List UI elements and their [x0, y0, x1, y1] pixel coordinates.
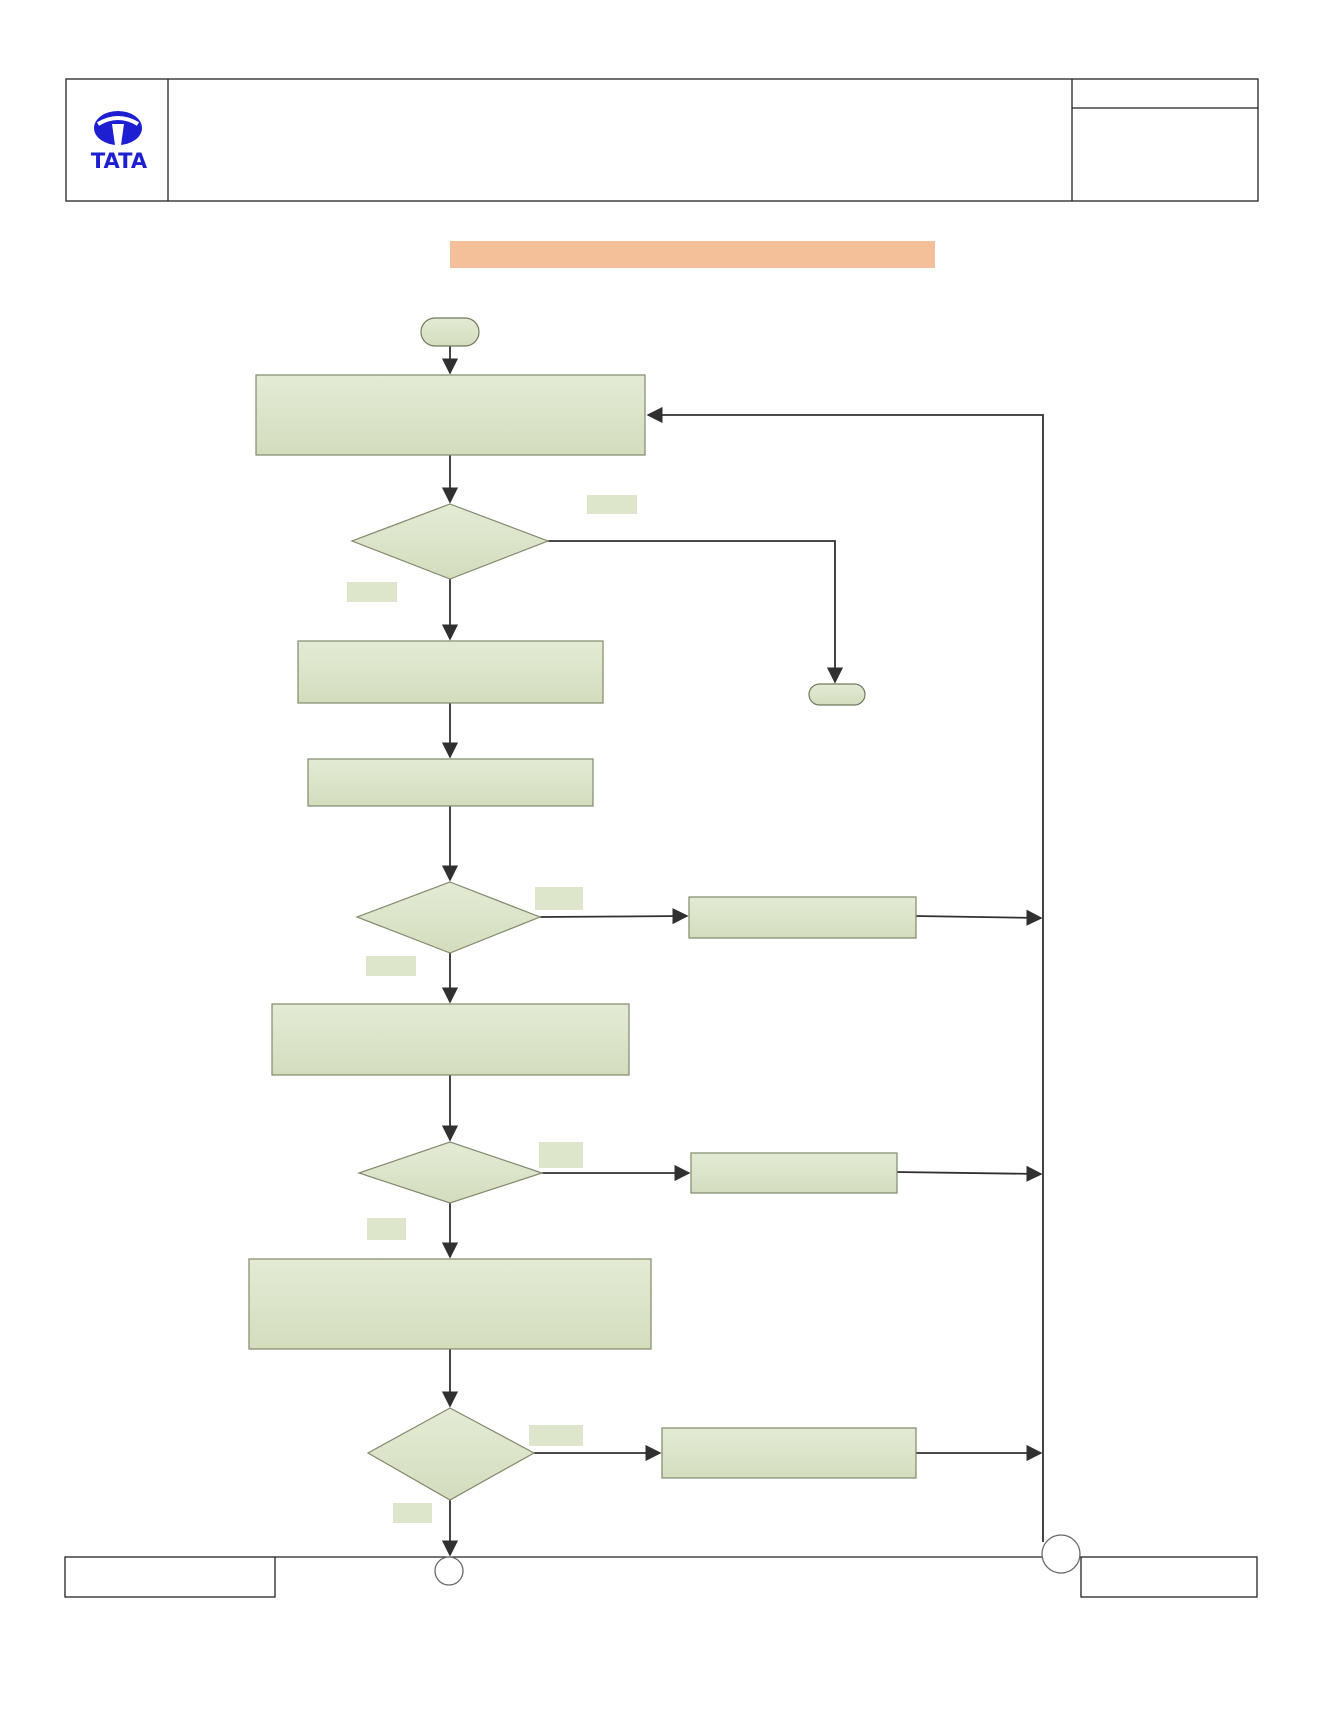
- decision-diamond-3: [357, 1141, 544, 1204]
- branch-label-tag-2: [347, 582, 397, 602]
- side-process-box-3: [661, 1427, 917, 1479]
- tata-logo-icon: TATA: [91, 111, 148, 173]
- process-box-2: [297, 640, 604, 704]
- decision-diamond-2: [355, 881, 542, 954]
- decision-diamond-1: [350, 503, 550, 580]
- footer-right-box: [1080, 1556, 1258, 1598]
- branch-label-tag-7: [529, 1425, 583, 1446]
- footer: [64, 1556, 1258, 1598]
- logo-wordmark: TATA: [91, 149, 148, 173]
- offpage-connector-2: [1041, 1534, 1081, 1574]
- process-box-4: [271, 1003, 630, 1076]
- branch-label-tag-1: [587, 495, 637, 514]
- process-box-1: [255, 374, 646, 456]
- branch-label-tag-6: [367, 1218, 406, 1240]
- side-process-box-2: [690, 1152, 898, 1194]
- start-terminal: [420, 317, 480, 347]
- branch-label-tag-4: [366, 956, 416, 976]
- end-terminal: [808, 683, 866, 706]
- connectors: [441, 346, 1044, 1557]
- branch-label-tag-3: [535, 887, 583, 910]
- process-box-5: [248, 1258, 652, 1350]
- title-banner: [450, 241, 935, 268]
- header-table: [65, 78, 1259, 202]
- branch-label-tag-8: [393, 1503, 432, 1523]
- branch-label-tag-5: [539, 1142, 583, 1168]
- process-box-3: [307, 758, 594, 807]
- footer-left-box: [64, 1556, 276, 1598]
- branch-labels: [347, 495, 637, 1523]
- decision-diamond-4: [366, 1407, 536, 1501]
- side-process-box-1: [688, 896, 917, 939]
- offpage-connector-1: [434, 1556, 464, 1586]
